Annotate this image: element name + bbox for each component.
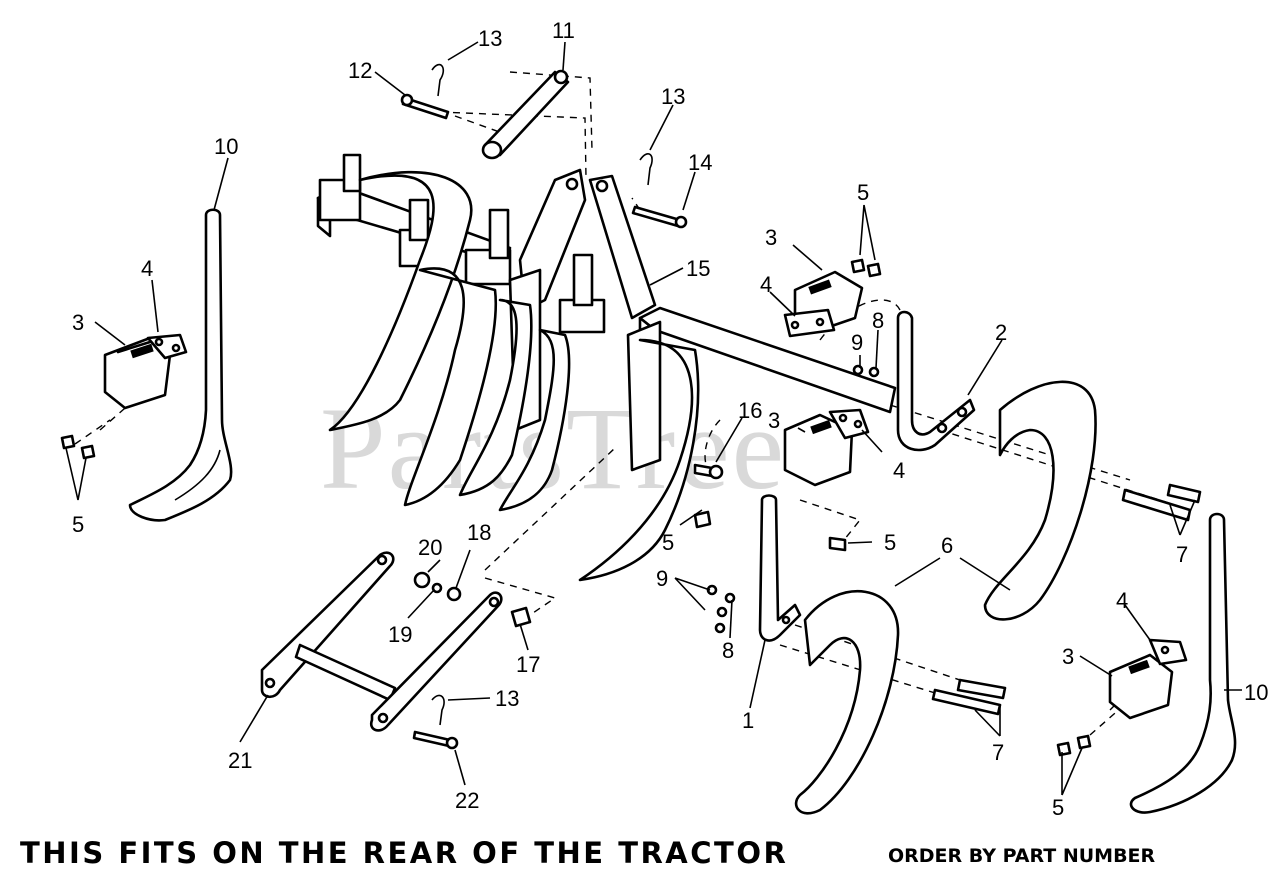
callout-3: 3 xyxy=(1062,644,1074,669)
callout-3: 3 xyxy=(72,310,84,335)
callout-5: 5 xyxy=(72,512,84,537)
callout-3: 3 xyxy=(768,408,780,433)
hitch-pins xyxy=(400,63,688,229)
callout-5: 5 xyxy=(884,530,896,555)
callout-3: 3 xyxy=(765,225,777,250)
callout-14: 14 xyxy=(688,150,712,175)
middle-clamp-assembly xyxy=(693,408,870,487)
callout-10: 10 xyxy=(1244,680,1268,705)
callout-7: 7 xyxy=(1176,542,1188,567)
leader-lines xyxy=(65,41,1242,796)
callout-9: 9 xyxy=(851,330,863,355)
callout-18: 18 xyxy=(467,520,491,545)
lower-hardware xyxy=(693,510,847,634)
callout-8: 8 xyxy=(872,308,884,333)
callout-4: 4 xyxy=(1116,588,1128,613)
depth-arm-assembly xyxy=(260,551,532,750)
lower-shank-assembly xyxy=(758,494,1007,815)
callout-4: 4 xyxy=(760,272,772,297)
callout-19: 19 xyxy=(388,622,412,647)
callout-22: 22 xyxy=(455,788,479,813)
callout-15: 15 xyxy=(686,256,710,281)
callout-2: 2 xyxy=(995,320,1007,345)
callout-13: 13 xyxy=(495,686,519,711)
callout-9: 9 xyxy=(656,566,668,591)
callout-7: 7 xyxy=(992,740,1004,765)
callout-13: 13 xyxy=(661,84,685,109)
callout-4: 4 xyxy=(141,256,153,281)
left-shank-assembly xyxy=(60,208,233,522)
callout-21: 21 xyxy=(228,748,252,773)
callout-11: 11 xyxy=(552,18,575,43)
callout-10: 10 xyxy=(214,134,238,159)
callout-1: 1 xyxy=(742,708,754,733)
callout-labels: 11 13 12 13 14 10 4 3 5 15 3 5 4 9 8 2 1… xyxy=(72,18,1268,820)
callout-16: 16 xyxy=(738,398,762,423)
callout-5: 5 xyxy=(857,180,869,205)
callout-8: 8 xyxy=(722,638,734,663)
callout-6: 6 xyxy=(941,533,953,558)
callout-20: 20 xyxy=(418,535,442,560)
upper-clamp-assembly xyxy=(783,258,882,378)
callout-4: 4 xyxy=(893,458,905,483)
callout-13: 13 xyxy=(478,26,502,51)
right-lower-shank-assembly xyxy=(1056,512,1237,814)
callout-5: 5 xyxy=(662,530,674,555)
fits-rear-note: THIS FITS ON THE REAR OF THE TRACTOR xyxy=(20,836,789,870)
callout-17: 17 xyxy=(516,652,540,677)
order-note: ORDER BY PART NUMBER xyxy=(888,845,1156,867)
callout-5: 5 xyxy=(1052,795,1064,820)
frame-shanks xyxy=(328,170,700,582)
right-shank-assembly xyxy=(896,310,1202,621)
callout-12: 12 xyxy=(348,58,372,83)
